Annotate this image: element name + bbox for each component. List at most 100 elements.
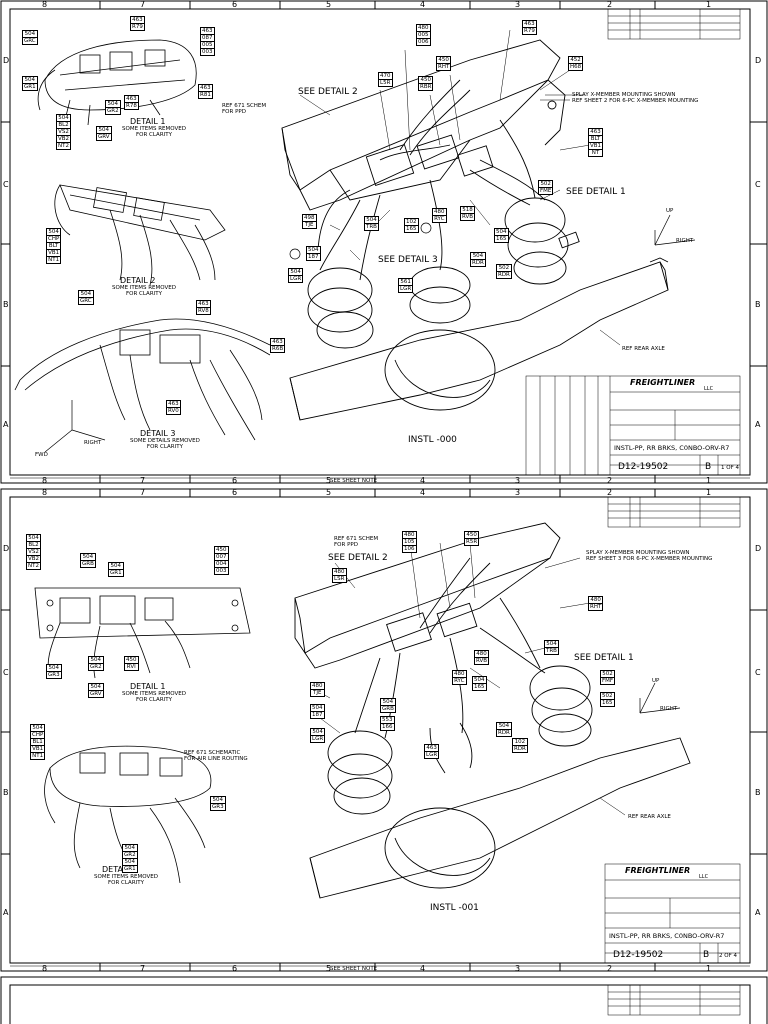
callout-tag-line: TJE — [305, 222, 314, 228]
detail-1-title: DETAIL 1 — [130, 117, 166, 126]
callout-tag-line: 502 — [601, 693, 614, 700]
callout-tag-line: 165 — [406, 226, 417, 232]
callout-tag-line: 504 — [473, 677, 486, 684]
callout-tag-line: BLT — [589, 136, 603, 143]
detail-1-title: DETAIL 1 — [130, 682, 166, 691]
drawing-title: INSTL-PP, RR BRKS, C0NBO-ORV-R7 — [609, 932, 725, 940]
callout-tag-line: 450 — [465, 532, 479, 539]
callout-tag-line: 502 — [601, 671, 615, 678]
callout-tag-line: RDR — [498, 730, 510, 736]
callout-tag-line: GR2 — [124, 852, 136, 858]
callout-tag-line: 187 — [312, 712, 323, 718]
callout-tag-line: 504 — [109, 563, 123, 570]
callout-tag-line: NT2 — [58, 143, 70, 149]
detail-2-note: SOME ITEMS REMOVED FOR CLARITY — [94, 874, 158, 886]
callout-tag-line: FMF — [602, 678, 614, 684]
callout-tag-line: BL2 — [27, 542, 41, 549]
detail-1-note: SOME ITEMS REMOVED FOR CLARITY — [122, 691, 186, 703]
zone-6: 6 — [232, 0, 238, 9]
callout-tag-line: VB2 — [27, 556, 41, 563]
revision-letter: B — [705, 462, 712, 472]
detail-3-note: SOME DETAILS REMOVED FOR CLARITY — [130, 438, 200, 450]
callout-tag-line: CHP — [47, 236, 61, 243]
callout-tag-line: 106 — [404, 546, 415, 552]
callout-tag-line: GR1 — [24, 84, 36, 90]
callout-tag-line: VB1 — [589, 143, 603, 150]
zone-5-bottom: 5 — [326, 964, 332, 973]
callout-tag-line: NT — [591, 150, 600, 156]
callout-tag-line: 006 — [418, 39, 429, 45]
callout-tag-line: R79 — [132, 24, 143, 30]
zone-8: 8 — [42, 0, 48, 9]
zone-4-bottom: 4 — [420, 964, 426, 973]
detail-2-title: DETAIL 2 — [102, 865, 138, 874]
zone-1-bottom: 1 — [706, 476, 712, 485]
zone-1: 1 — [706, 0, 712, 9]
callout-tag-line: 463 — [425, 745, 439, 752]
brand-logo: FREIGHTLINER — [630, 378, 696, 387]
callout-tag-line: LGR — [426, 752, 438, 758]
brand-sub: LLC — [699, 874, 709, 880]
callout-tag-line: 165 — [602, 700, 613, 706]
callout-tag-line: BL1 — [31, 739, 45, 746]
callout-tag-line: LGR — [290, 276, 302, 282]
callout-tag-line: 480 — [433, 209, 446, 216]
zone-C: C — [3, 668, 9, 677]
callout-tag-line: 504 — [31, 725, 45, 732]
see-detail-1-label: SEE DETAIL 1 — [566, 187, 626, 197]
callout-tag-line: GR2 — [90, 664, 102, 670]
ref-rear-axle-note: REF REAR AXLE — [622, 346, 665, 352]
axis-fwd-label: FWD — [35, 452, 48, 458]
callout-tag-line: 504 — [97, 127, 111, 134]
zone-C-right: C — [755, 180, 761, 189]
zone-4: 4 — [420, 488, 426, 497]
callout-tag-line: H68 — [570, 64, 582, 70]
callout-tag-line: 463 — [199, 85, 212, 92]
zone-3-bottom: 3 — [515, 476, 521, 485]
see-detail-2-label: SEE DETAIL 2 — [298, 87, 358, 97]
axis-right-label: RIGHT — [660, 706, 678, 712]
zone-A: A — [3, 908, 9, 917]
zone-8-bottom: 8 — [42, 964, 48, 973]
callout-tag-line: 502 — [539, 181, 553, 188]
callout-tag-line: NT2 — [28, 563, 40, 569]
splay-note: SPLAY X-MEMBER MOUNTING SHOWN REF SHEET … — [586, 550, 713, 562]
callout-tag-line: 561 — [399, 279, 413, 286]
callout-tag-line: 003 — [202, 49, 213, 55]
zone-1-bottom: 1 — [706, 964, 712, 973]
callout-tag-line: 003 — [216, 568, 227, 574]
see-detail-2-label: SEE DETAIL 2 — [328, 553, 388, 563]
callout-tag-line: 504 — [57, 115, 71, 122]
callout-tag-line: 504 — [79, 291, 93, 298]
brand-sub: LLC — [704, 386, 714, 392]
ref-rear-axle-note: REF REAR AXLE — [628, 814, 671, 820]
callout-tag-line: 504 — [23, 31, 37, 38]
see-detail-3-label: SEE DETAIL 3 — [378, 255, 438, 265]
callout-tag-line: NT1 — [32, 753, 44, 759]
callout-tag-line: VB2 — [57, 136, 71, 143]
callout-tag-line: 463 — [271, 339, 285, 346]
zone-3: 3 — [515, 0, 521, 9]
callout-tag-line: 498 — [303, 215, 316, 222]
callout-tag-line: 165 — [496, 236, 507, 242]
callout-tag-line: CHP — [31, 732, 45, 739]
callout-tag-line: 450 — [125, 657, 138, 664]
callout-tag-line: 504 — [23, 77, 37, 84]
